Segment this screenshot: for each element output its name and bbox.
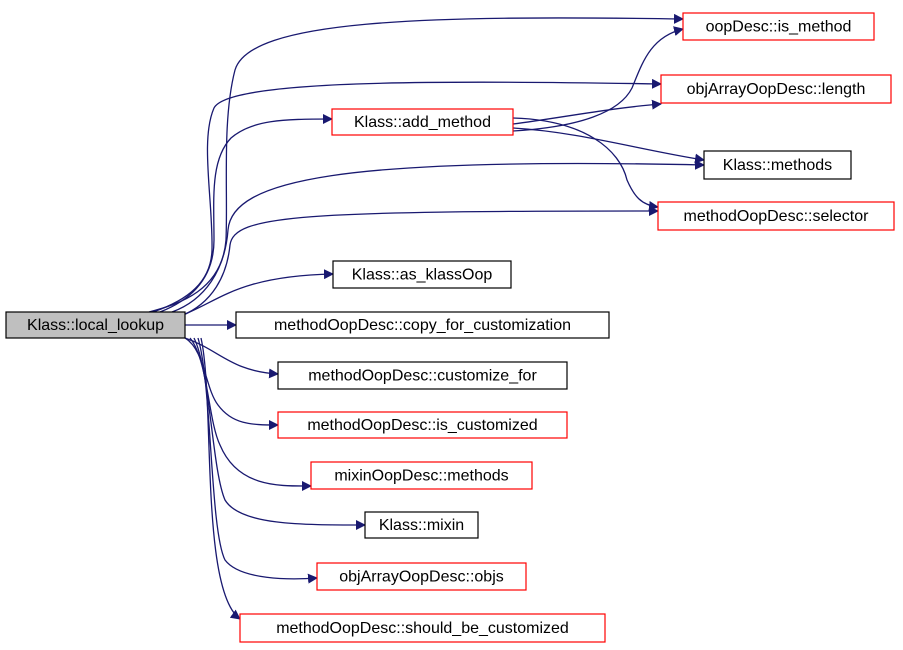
node-root-label: Klass::local_lookup bbox=[27, 317, 164, 334]
node-should-be-customized-label: methodOopDesc::should_be_customized bbox=[276, 620, 569, 637]
node-is-customized-box[interactable] bbox=[277, 411, 568, 439]
node-mixin-methods-box[interactable] bbox=[310, 461, 533, 490]
node-objs-label: objArrayOopDesc::objs bbox=[339, 569, 504, 586]
node-is-method-box[interactable] bbox=[682, 12, 875, 41]
node-methods-label: Klass::methods bbox=[723, 157, 832, 174]
node-mixin-methods-label: mixinOopDesc::methods bbox=[334, 468, 508, 485]
edge-add-method-to-is-method bbox=[512, 26, 684, 132]
node-customize-for[interactable]: methodOopDesc::customize_for bbox=[277, 361, 568, 390]
edge-root-to-methods bbox=[171, 159, 705, 313]
node-should-be-customized[interactable]: methodOopDesc::should_be_customized bbox=[239, 613, 606, 643]
node-selector-box[interactable] bbox=[657, 201, 895, 231]
node-should-be-customized-box[interactable] bbox=[239, 613, 606, 643]
edges-layer bbox=[148, 13, 705, 620]
edge-add-method-to-length bbox=[512, 99, 662, 125]
edge-add-method-to-selector bbox=[512, 117, 659, 211]
node-copy-for-customization-label: methodOopDesc::copy_for_customization bbox=[274, 317, 571, 334]
node-as-klassOop-label: Klass::as_klassOop bbox=[352, 267, 493, 284]
node-selector[interactable]: methodOopDesc::selector bbox=[657, 201, 895, 231]
node-root[interactable]: Klass::local_lookup bbox=[5, 311, 186, 339]
node-customize-for-label: methodOopDesc::customize_for bbox=[308, 368, 537, 385]
nodes-layer: Klass::local_lookup oopDesc::is_methodobj… bbox=[5, 12, 895, 643]
node-mixin-methods[interactable]: mixinOopDesc::methods bbox=[310, 461, 533, 490]
edge-root-to-as-klassOop bbox=[184, 269, 334, 315]
node-mixin[interactable]: Klass::mixin bbox=[364, 511, 479, 539]
node-length-label: objArrayOopDesc::length bbox=[687, 81, 866, 98]
node-add-method-box[interactable] bbox=[331, 108, 514, 136]
node-copy-for-customization[interactable]: methodOopDesc::copy_for_customization bbox=[235, 311, 610, 339]
node-as-klassOop-box[interactable] bbox=[332, 260, 512, 289]
node-root-box[interactable] bbox=[5, 311, 186, 339]
node-as-klassOop[interactable]: Klass::as_klassOop bbox=[332, 260, 512, 289]
node-objs[interactable]: objArrayOopDesc::objs bbox=[316, 562, 527, 591]
node-add-method[interactable]: Klass::add_method bbox=[331, 108, 514, 136]
edge-add-method-to-methods bbox=[512, 127, 705, 164]
node-is-method-label: oopDesc::is_method bbox=[706, 19, 852, 36]
edge-root-to-should-be-customized bbox=[200, 337, 241, 620]
node-selector-label: methodOopDesc::selector bbox=[684, 208, 870, 225]
node-customize-for-box[interactable] bbox=[277, 361, 568, 390]
node-methods-box[interactable] bbox=[703, 150, 852, 180]
node-length[interactable]: objArrayOopDesc::length bbox=[660, 74, 892, 104]
node-add-method-label: Klass::add_method bbox=[354, 114, 491, 131]
node-mixin-label: Klass::mixin bbox=[379, 517, 464, 534]
node-is-method[interactable]: oopDesc::is_method bbox=[682, 12, 875, 41]
edge-root-to-add-method bbox=[159, 114, 333, 313]
node-is-customized[interactable]: methodOopDesc::is_customized bbox=[277, 411, 568, 439]
node-copy-for-customization-box[interactable] bbox=[235, 311, 610, 339]
edge-root-to-is-method bbox=[148, 13, 684, 313]
node-objs-box[interactable] bbox=[316, 562, 527, 591]
edge-root-to-selector bbox=[180, 206, 659, 317]
node-length-box[interactable] bbox=[660, 74, 892, 104]
node-methods[interactable]: Klass::methods bbox=[703, 150, 852, 180]
node-is-customized-label: methodOopDesc::is_customized bbox=[307, 417, 537, 434]
node-mixin-box[interactable] bbox=[364, 511, 479, 539]
